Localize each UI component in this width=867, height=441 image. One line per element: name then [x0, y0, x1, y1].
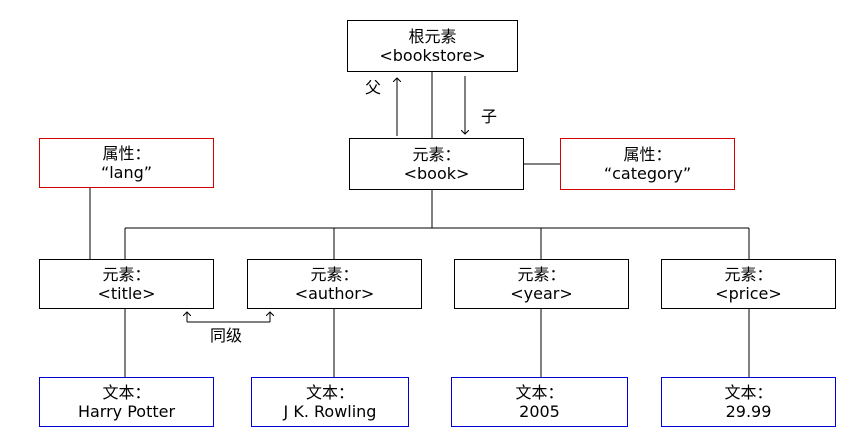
title-element-tag: <title> [97, 284, 156, 303]
author-element-label: 元素： [310, 265, 359, 284]
parent-label: 父 [365, 78, 382, 97]
author-element-tag: <author> [294, 284, 375, 303]
author-text-label: 文本： [305, 383, 354, 402]
lang-attribute-node: 属性： “lang” [39, 138, 214, 188]
author-text-value: J K. Rowling [283, 402, 377, 421]
root-element-label: 根元素 [408, 27, 457, 46]
title-element-node: 元素： <title> [39, 259, 214, 309]
year-text-node: 文本： 2005 [451, 377, 628, 427]
price-element-node: 元素： <price> [661, 259, 836, 309]
year-text-label: 文本： [515, 383, 564, 402]
lang-attribute-label: 属性： [102, 144, 151, 163]
year-element-tag: <year> [510, 284, 573, 303]
price-element-label: 元素： [724, 265, 773, 284]
year-element-label: 元素： [517, 265, 566, 284]
price-text-value: 29.99 [725, 402, 772, 421]
title-text-label: 文本： [102, 383, 151, 402]
title-text-value: Harry Potter [77, 402, 176, 421]
author-text-node: 文本： J K. Rowling [251, 377, 409, 427]
child-label: 子 [481, 107, 498, 126]
title-text-node: 文本： Harry Potter [39, 377, 214, 427]
sibling-label: 同级 [210, 326, 243, 345]
book-element-node: 元素： <book> [349, 138, 524, 190]
category-attribute-node: 属性： “category” [560, 138, 735, 190]
book-element-tag: <book> [403, 164, 470, 183]
year-element-node: 元素： <year> [454, 259, 629, 309]
category-attribute-value: “category” [603, 164, 692, 183]
category-attribute-label: 属性： [623, 145, 672, 164]
price-text-label: 文本： [724, 383, 773, 402]
root-element-tag: <bookstore> [379, 46, 486, 65]
book-element-label: 元素： [412, 145, 461, 164]
root-element-node: 根元素 <bookstore> [347, 20, 518, 72]
title-element-label: 元素： [102, 265, 151, 284]
price-text-node: 文本： 29.99 [661, 377, 836, 427]
lang-attribute-value: “lang” [100, 163, 153, 182]
price-element-tag: <price> [715, 284, 782, 303]
year-text-value: 2005 [519, 402, 560, 421]
author-element-node: 元素： <author> [247, 259, 422, 309]
